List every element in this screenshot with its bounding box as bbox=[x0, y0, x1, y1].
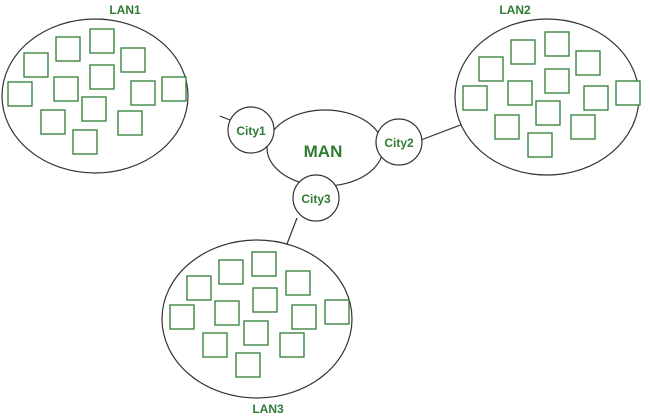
host-node bbox=[117, 110, 143, 136]
city1-circle bbox=[227, 106, 275, 154]
city2-group: City2 bbox=[375, 118, 423, 166]
city3-group: City3 bbox=[292, 174, 340, 222]
man-label: MAN bbox=[304, 142, 343, 161]
lan1-label: LAN1 bbox=[109, 3, 141, 17]
host-node bbox=[615, 80, 641, 106]
host-node bbox=[130, 80, 156, 106]
host-node bbox=[507, 80, 533, 106]
host-node bbox=[214, 300, 240, 326]
city2-label: City2 bbox=[384, 136, 414, 150]
host-node bbox=[243, 320, 269, 346]
host-node bbox=[291, 304, 317, 330]
host-node bbox=[583, 85, 609, 111]
lan3-hosts bbox=[169, 251, 350, 378]
link-city2-lan2 bbox=[420, 123, 464, 141]
host-node bbox=[7, 81, 33, 107]
host-node bbox=[510, 39, 536, 65]
host-node bbox=[186, 275, 212, 301]
lan1-group: LAN1 bbox=[1, 3, 189, 174]
link-city3-lan3 bbox=[286, 217, 298, 245]
host-node bbox=[462, 85, 488, 111]
lan2-group: LAN2 bbox=[454, 3, 641, 176]
host-node bbox=[544, 31, 570, 57]
host-node bbox=[251, 251, 277, 277]
city3-circle bbox=[292, 174, 340, 222]
man-group: MAN bbox=[266, 109, 384, 187]
host-node bbox=[570, 114, 596, 140]
lan2-hosts bbox=[462, 31, 641, 158]
host-node bbox=[89, 28, 115, 54]
city2-circle bbox=[375, 118, 423, 166]
host-node bbox=[23, 52, 49, 78]
host-node bbox=[40, 109, 66, 135]
host-node bbox=[55, 36, 81, 62]
host-node bbox=[169, 304, 195, 330]
lan3-group: LAN3 bbox=[161, 239, 353, 416]
host-node bbox=[161, 76, 187, 102]
lan3-label: LAN3 bbox=[252, 402, 284, 416]
host-node bbox=[494, 114, 520, 140]
city1-group: City1 bbox=[227, 106, 275, 154]
host-node bbox=[478, 56, 504, 82]
city3-label: City3 bbox=[301, 192, 331, 206]
host-node bbox=[575, 50, 601, 76]
host-node bbox=[89, 64, 115, 90]
city1-label: City1 bbox=[236, 124, 266, 138]
host-node bbox=[252, 287, 278, 313]
host-node bbox=[218, 259, 244, 285]
host-node bbox=[72, 129, 98, 155]
host-node bbox=[285, 270, 311, 296]
host-node bbox=[279, 332, 305, 358]
host-node bbox=[81, 96, 107, 122]
host-node bbox=[527, 132, 553, 158]
host-node bbox=[202, 332, 228, 358]
lan2-label: LAN2 bbox=[499, 3, 531, 17]
host-node bbox=[235, 352, 261, 378]
host-node bbox=[120, 47, 146, 73]
link-lan1-city1 bbox=[219, 115, 231, 121]
lan1-hosts bbox=[7, 28, 187, 155]
host-node bbox=[544, 68, 570, 94]
host-node bbox=[53, 76, 79, 102]
host-node bbox=[324, 299, 350, 325]
host-node bbox=[535, 100, 561, 126]
